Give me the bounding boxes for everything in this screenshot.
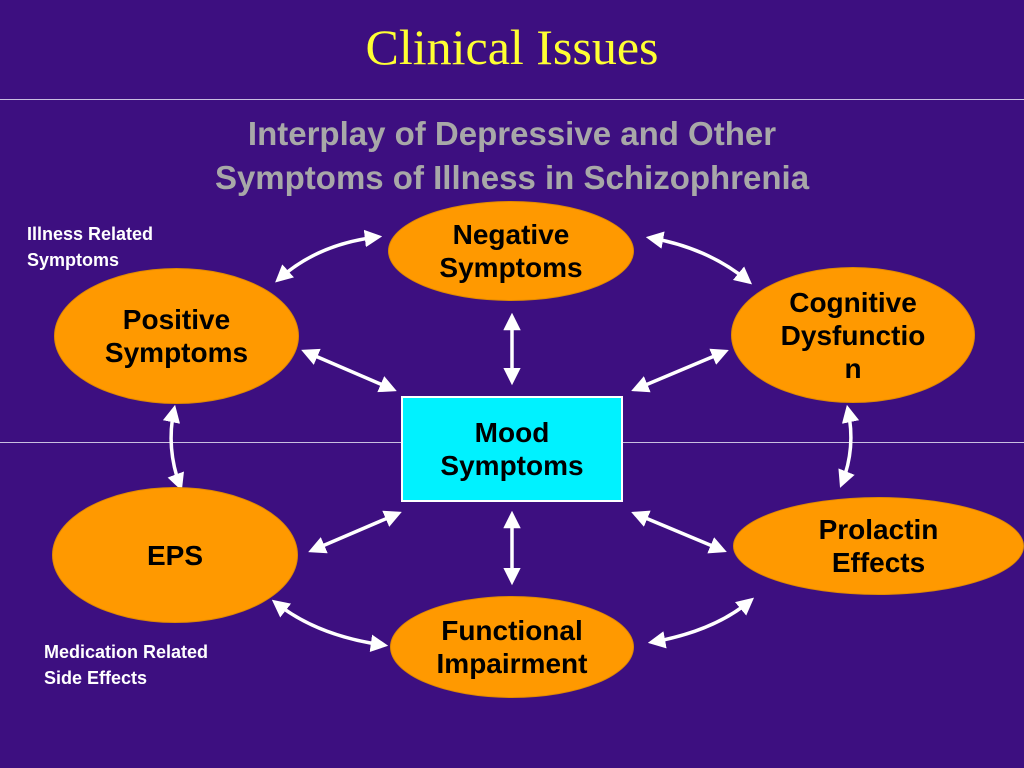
arrow-negative-cognitive xyxy=(645,231,753,285)
mood-line-2: Symptoms xyxy=(440,450,584,481)
node-functional-impairment: Functional Impairment xyxy=(390,596,634,698)
functional-line-2: Impairment xyxy=(436,648,588,679)
mood-line-1: Mood xyxy=(474,417,550,448)
positive-line-1: Positive xyxy=(122,304,231,335)
cognitive-line-2: Dysfunctio xyxy=(780,319,926,351)
negative-line-2: Symptoms xyxy=(439,252,583,283)
arrow-prolactin-functional xyxy=(647,597,755,649)
cognitive-line-1: Cognitive xyxy=(789,286,917,318)
prolactin-line-2: Effects xyxy=(831,547,926,578)
medication-note-line-1: Medication Related xyxy=(44,642,209,662)
illness-related-note: Illness Related Symptoms xyxy=(27,221,153,273)
illness-note-line-2: Symptoms xyxy=(27,250,120,270)
arrow-mood-prolactin xyxy=(631,510,727,554)
arrow-cognitive-mood xyxy=(631,348,729,393)
arrow-positive-mood xyxy=(301,348,397,393)
functional-line-1: Functional xyxy=(441,615,583,646)
node-cognitive-dysfunction: Cognitive Dysfunctio n xyxy=(731,267,975,403)
medication-related-note: Medication Related Side Effects xyxy=(44,639,208,691)
arrow-cognitive-prolactin xyxy=(838,404,860,488)
prolactin-line-1: Prolactin xyxy=(818,514,939,545)
top-divider xyxy=(0,99,1024,100)
cognitive-line-3: n xyxy=(844,352,862,384)
node-negative-symptoms: Negative Symptoms xyxy=(388,201,634,301)
positive-line-2: Symptoms xyxy=(104,337,249,368)
subtitle-line-1: Interplay of Depressive and Other xyxy=(247,115,777,152)
eps-line-1: EPS xyxy=(146,539,204,571)
slide-subtitle: Interplay of Depressive and Other Sympto… xyxy=(0,112,1024,200)
arrow-positive-negative xyxy=(275,229,383,283)
negative-line-1: Negative xyxy=(452,219,570,250)
node-eps: EPS xyxy=(52,487,298,623)
slide-title: Clinical Issues xyxy=(365,19,659,75)
arrow-positive-eps xyxy=(162,404,184,491)
illness-note-line-1: Illness Related xyxy=(27,224,154,244)
arrow-mood-eps xyxy=(308,510,402,554)
medication-note-line-2: Side Effects xyxy=(44,668,148,688)
node-mood-symptoms: Mood Symptoms xyxy=(401,396,623,502)
arrow-eps-functional xyxy=(271,599,389,652)
node-positive-symptoms: Positive Symptoms xyxy=(54,268,299,404)
node-prolactin-effects: Prolactin Effects xyxy=(733,497,1024,595)
subtitle-line-2: Symptoms of Illness in Schizophrenia xyxy=(214,159,810,196)
